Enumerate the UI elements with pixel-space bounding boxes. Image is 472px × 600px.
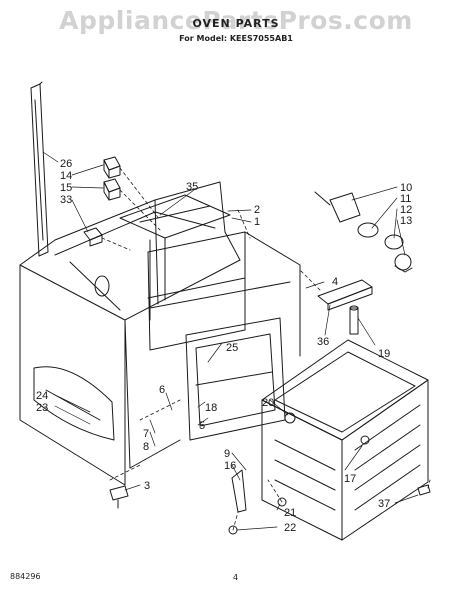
callout-19: 19 [378, 348, 390, 360]
callout-labels: 26 14 15 33 35 2 1 10 11 12 13 4 36 19 2… [36, 158, 412, 534]
bracket-post [317, 279, 373, 335]
callout-4: 4 [332, 276, 338, 288]
callout-11: 11 [400, 193, 411, 205]
callout-9: 9 [224, 448, 230, 460]
leveling-feet [109, 469, 431, 535]
callout-22: 22 [284, 522, 296, 534]
callout-1: 1 [254, 216, 260, 228]
callout-20: 20 [262, 397, 274, 409]
callout-2: 2 [254, 204, 260, 216]
model-subtitle: For Model: KEES7055AB1 [179, 34, 293, 43]
callout-17: 17 [344, 473, 356, 485]
burner-assembly [314, 191, 413, 273]
callout-23: 23 [36, 402, 48, 414]
callout-3: 3 [144, 480, 150, 492]
callout-5: 5 [199, 420, 205, 432]
callout-18: 18 [205, 402, 217, 414]
callout-10: 10 [400, 182, 412, 194]
callout-36: 36 [317, 336, 329, 348]
callout-33: 33 [60, 194, 72, 206]
callout-37: 37 [378, 498, 390, 510]
leader-lines [42, 151, 419, 531]
callout-6: 6 [159, 384, 165, 396]
callout-8: 8 [143, 441, 149, 453]
callout-25: 25 [226, 342, 238, 354]
callout-21: 21 [284, 507, 296, 519]
inner-liner [147, 231, 301, 357]
callout-24: 24 [36, 390, 48, 402]
guide-lines [101, 167, 431, 531]
callout-7: 7 [143, 428, 149, 440]
callout-26: 26 [60, 158, 72, 170]
oven-cabinet [19, 181, 241, 486]
callout-14: 14 [60, 170, 72, 182]
callout-13: 13 [400, 215, 412, 227]
control-buttons [103, 156, 121, 201]
callout-35: 35 [186, 181, 198, 193]
oven-cavity [261, 339, 429, 541]
page-title: OVEN PARTS [192, 17, 280, 30]
callout-15: 15 [60, 182, 72, 194]
watermark: AppliancePartsPros.com [59, 6, 413, 35]
switch-part [83, 227, 103, 247]
top-frame [119, 194, 231, 321]
trim-strip [30, 81, 49, 257]
callout-12: 12 [400, 204, 412, 216]
document-code: 884296 [10, 572, 41, 581]
callout-16: 16 [224, 460, 236, 472]
page-number: 4 [233, 573, 239, 582]
